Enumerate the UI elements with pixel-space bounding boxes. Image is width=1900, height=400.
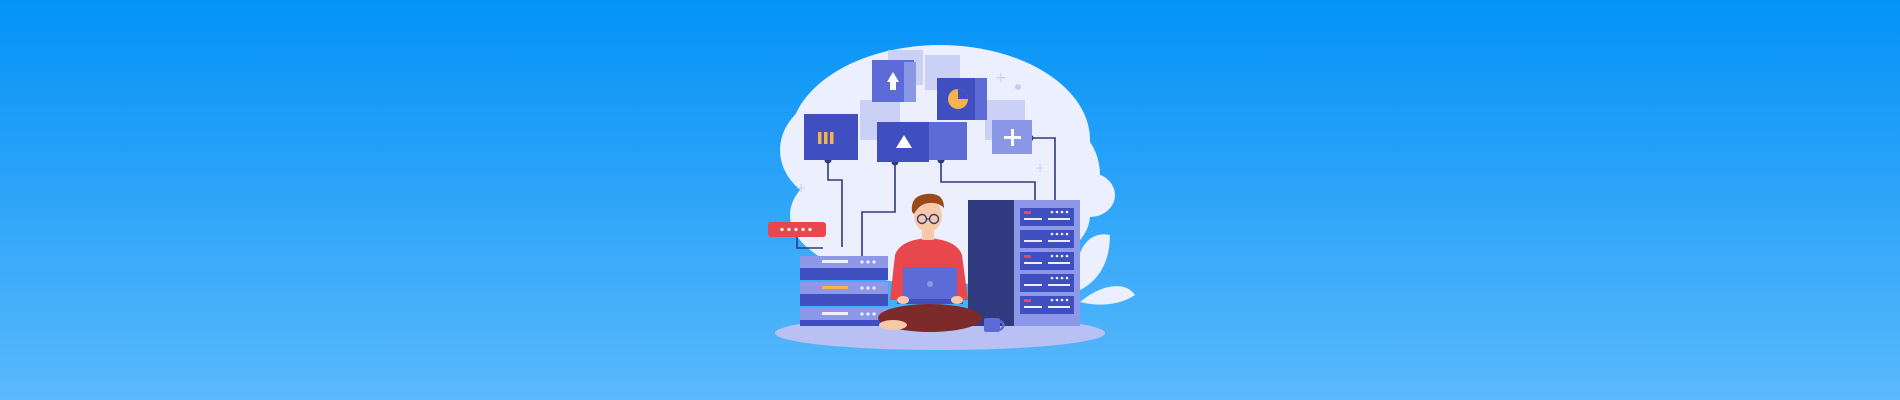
triangle-tile [877,122,967,162]
left-server-stack [800,256,888,326]
connector-lines [796,137,1056,258]
sparkles: + + + [796,70,1045,195]
person [878,193,982,332]
plus-tile [992,120,1032,154]
glasses [916,213,940,225]
pie-chart-icon [948,89,968,109]
server-rack [968,200,1080,326]
password-badge [768,222,826,237]
plant-leaves [1077,234,1135,305]
svg-text:+: + [995,70,1007,86]
bars-tile [804,114,858,160]
plus-icon [1004,129,1021,146]
coffee-mug [984,318,1005,332]
chart-tile [937,78,987,120]
svg-text:+: + [1035,161,1045,175]
upload-tile [872,60,916,102]
triangle-icon [896,135,912,148]
upload-arrow-icon [887,72,899,90]
svg-text:+: + [796,181,806,195]
feet [879,320,907,330]
laptop [897,267,963,304]
bars-icon [818,132,834,144]
rack-units [1020,208,1074,314]
